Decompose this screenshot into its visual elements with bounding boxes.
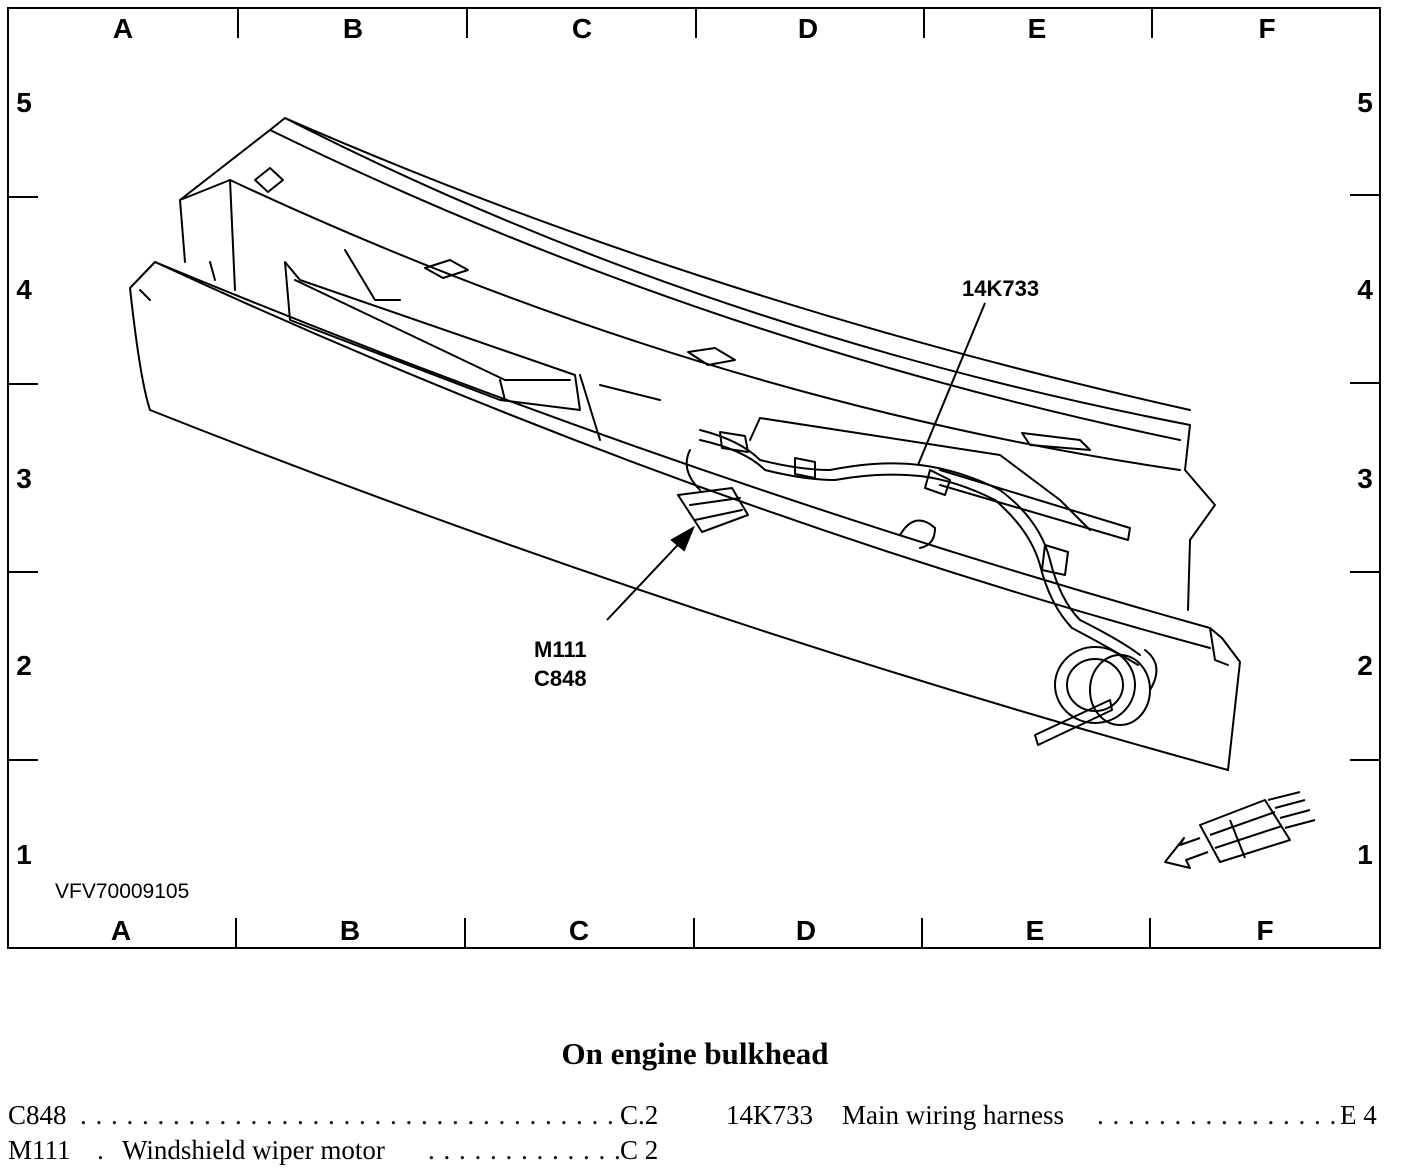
legend-separator: .: [97, 1135, 104, 1165]
row-label-right: 1: [1357, 839, 1373, 870]
column-label-top: E: [1028, 13, 1047, 44]
row-label-right: 3: [1357, 463, 1373, 494]
legend-description: Main wiring harness: [842, 1100, 1064, 1130]
legend-row: C848 . . . . . . . . . . . . . . . . . .…: [0, 1100, 1408, 1132]
column-label-top: D: [798, 13, 818, 44]
column-label-top: C: [572, 13, 592, 44]
row-label-right: 4: [1357, 274, 1373, 305]
legend-code: C848: [8, 1100, 67, 1130]
column-label-bottom: C: [569, 915, 589, 946]
legend-location: E 4: [1340, 1100, 1377, 1130]
caption: On engine bulkhead: [561, 1036, 829, 1071]
legend-location: C 2: [620, 1135, 659, 1165]
column-label-top: B: [343, 13, 363, 44]
column-label-bottom: D: [796, 915, 816, 946]
row-label-left: 2: [16, 650, 32, 681]
column-label-bottom: B: [340, 915, 360, 946]
figure-id: VFV70009105: [55, 880, 189, 903]
grid-ticks: [8, 8, 1380, 948]
legend-leader-dots: . . . . . . . . . . . . . . . .: [1097, 1100, 1338, 1130]
row-label-left: 4: [16, 274, 32, 305]
callout-leaders: [606, 302, 986, 621]
location-diagram: A B C D E F A B C D E F 5 4 3 2 1 5 4 3 …: [7, 7, 1381, 949]
column-label-bottom: F: [1256, 915, 1273, 946]
legend-leader-dots: . . . . . . . . . . . . .: [428, 1135, 622, 1165]
vehicle-orientation-icon: [1164, 791, 1316, 869]
callout-harness-label: 14K733: [962, 276, 1039, 301]
legend-leader-dots: . . . . . . . . . . . . . . . . . . . . …: [80, 1100, 646, 1130]
row-label-left: 3: [16, 463, 32, 494]
callout-motor-label: M111: [534, 637, 587, 662]
diagram-frame: [7, 7, 1381, 949]
callout-connector-label: C848: [534, 666, 587, 691]
row-label-right: 2: [1357, 650, 1373, 681]
column-label-bottom: E: [1026, 915, 1045, 946]
column-label-bottom: A: [111, 915, 131, 946]
column-label-top: F: [1258, 13, 1275, 44]
legend-location: C 2: [620, 1100, 659, 1130]
bulkhead-drawing: [129, 117, 1241, 771]
row-label-left: 1: [16, 839, 32, 870]
legend-description: Windshield wiper motor: [122, 1135, 385, 1165]
row-label-left: 5: [16, 87, 32, 118]
column-label-top: A: [113, 13, 133, 44]
legend-row: M111 . Windshield wiper motor . . . . . …: [0, 1135, 1408, 1167]
legend-code: 14K733: [726, 1100, 813, 1130]
row-label-right: 5: [1357, 87, 1373, 118]
legend-code: M111: [8, 1135, 71, 1165]
